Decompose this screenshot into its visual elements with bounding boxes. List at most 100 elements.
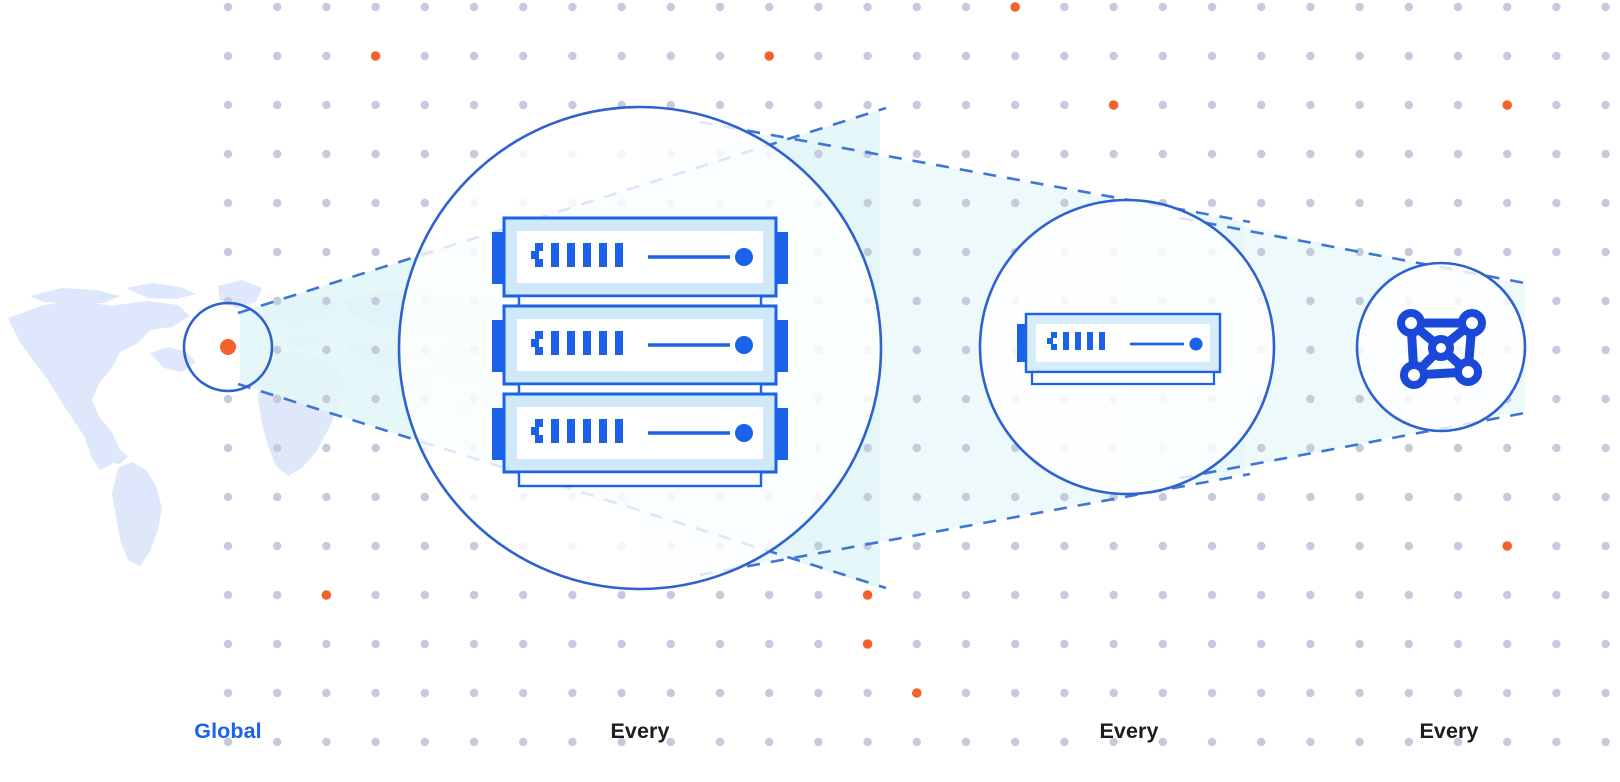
grid-dot xyxy=(1552,51,1561,61)
grid-dot xyxy=(1109,51,1118,61)
grid-dot xyxy=(322,296,331,306)
grid-dot xyxy=(1158,688,1168,698)
grid-dot xyxy=(1158,2,1168,12)
grid-dot xyxy=(273,443,282,453)
grid-dot xyxy=(1109,737,1118,747)
grid-dot-accent xyxy=(1502,541,1512,551)
grid-dot xyxy=(1552,443,1561,453)
grid-dot xyxy=(1257,737,1266,747)
grid-dot xyxy=(1355,492,1364,502)
grid-dot xyxy=(420,100,429,110)
grid-dot xyxy=(420,541,429,551)
grid-dot xyxy=(420,639,429,649)
grid-dot xyxy=(1158,541,1168,551)
grid-dot xyxy=(420,51,429,61)
grid-dot xyxy=(1306,541,1315,551)
grid-dot xyxy=(912,2,921,12)
grid-dot xyxy=(1503,737,1512,747)
grid-dot xyxy=(1404,639,1414,649)
grid-dot xyxy=(961,51,971,61)
grid-dot xyxy=(1404,443,1414,453)
grid-dot xyxy=(420,198,429,208)
grid-dot xyxy=(1355,198,1364,208)
grid-dot-accent xyxy=(1010,2,1020,12)
grid-dot xyxy=(1257,492,1266,502)
grid-dot xyxy=(371,2,380,12)
grid-dot xyxy=(1355,639,1364,649)
grid-dot xyxy=(223,198,233,208)
grid-dot xyxy=(1453,688,1463,698)
grid-dot xyxy=(1601,198,1610,208)
grid-dot xyxy=(1355,100,1364,110)
grid-dot xyxy=(961,688,971,698)
grid-dot xyxy=(223,443,233,453)
grid-dot xyxy=(863,247,872,257)
grid-dot xyxy=(1011,149,1020,159)
grid-dot xyxy=(1207,541,1217,551)
grid-dot xyxy=(322,541,331,551)
grid-dot xyxy=(863,688,872,698)
grid-dot xyxy=(1552,541,1561,551)
grid-dot xyxy=(1404,688,1414,698)
grid-dot xyxy=(223,541,233,551)
grid-dot xyxy=(371,296,380,306)
grid-dot xyxy=(715,688,725,698)
grid-dot xyxy=(863,51,872,61)
grid-dot xyxy=(666,737,675,747)
grid-dot xyxy=(617,590,626,600)
map-highlight-circle[interactable] xyxy=(182,301,274,393)
grid-dot xyxy=(1011,198,1020,208)
grid-dot xyxy=(322,198,331,208)
grid-dot xyxy=(1306,51,1315,61)
grid-dot xyxy=(1601,149,1610,159)
grid-dot xyxy=(1355,247,1364,257)
grid-dot xyxy=(1601,590,1610,600)
grid-dot xyxy=(1060,688,1069,698)
grid-dot xyxy=(1601,492,1610,502)
grid-dot-accent xyxy=(321,590,332,600)
grid-dot xyxy=(617,51,626,61)
grid-dot xyxy=(223,2,233,12)
grid-dot xyxy=(1158,737,1168,747)
grid-dot xyxy=(1355,590,1364,600)
grid-dot xyxy=(1601,541,1610,551)
grid-dot xyxy=(519,639,528,649)
grid-dot xyxy=(863,492,872,502)
grid-dot xyxy=(371,345,380,355)
grid-dot xyxy=(715,2,725,12)
grid-dot xyxy=(1601,2,1610,12)
server-unit xyxy=(492,304,788,386)
grid-dot xyxy=(273,737,282,747)
network-mesh-icon xyxy=(1397,309,1486,389)
grid-dot xyxy=(322,688,331,698)
grid-dot xyxy=(1503,247,1512,257)
grid-dot xyxy=(469,100,479,110)
grid-dot xyxy=(912,296,921,306)
grid-dot xyxy=(1404,2,1414,12)
grid-dot xyxy=(666,639,675,649)
grid-dot xyxy=(322,100,331,110)
grid-dot xyxy=(1257,247,1266,257)
grid-dot xyxy=(814,51,823,61)
grid-dot xyxy=(1552,639,1561,649)
grid-dot xyxy=(1404,51,1414,61)
grid-dot xyxy=(223,51,233,61)
grid-dot xyxy=(1060,100,1069,110)
grid-dot xyxy=(1453,590,1463,600)
grid-dot xyxy=(322,345,331,355)
grid-dot xyxy=(1404,590,1414,600)
grid-dot-accent xyxy=(1502,100,1512,110)
grid-dot xyxy=(568,100,577,110)
grid-dot xyxy=(1207,492,1217,502)
grid-dot xyxy=(765,737,774,747)
server-rack-icon xyxy=(492,216,788,488)
grid-dot xyxy=(223,737,233,747)
grid-dot xyxy=(765,2,774,12)
grid-dot xyxy=(469,149,479,159)
grid-dot xyxy=(322,394,331,404)
grid-dot xyxy=(1453,149,1463,159)
grid-dot xyxy=(1060,541,1069,551)
grid-dot xyxy=(863,100,872,110)
grid-dot xyxy=(371,247,380,257)
grid-dot xyxy=(519,2,528,12)
